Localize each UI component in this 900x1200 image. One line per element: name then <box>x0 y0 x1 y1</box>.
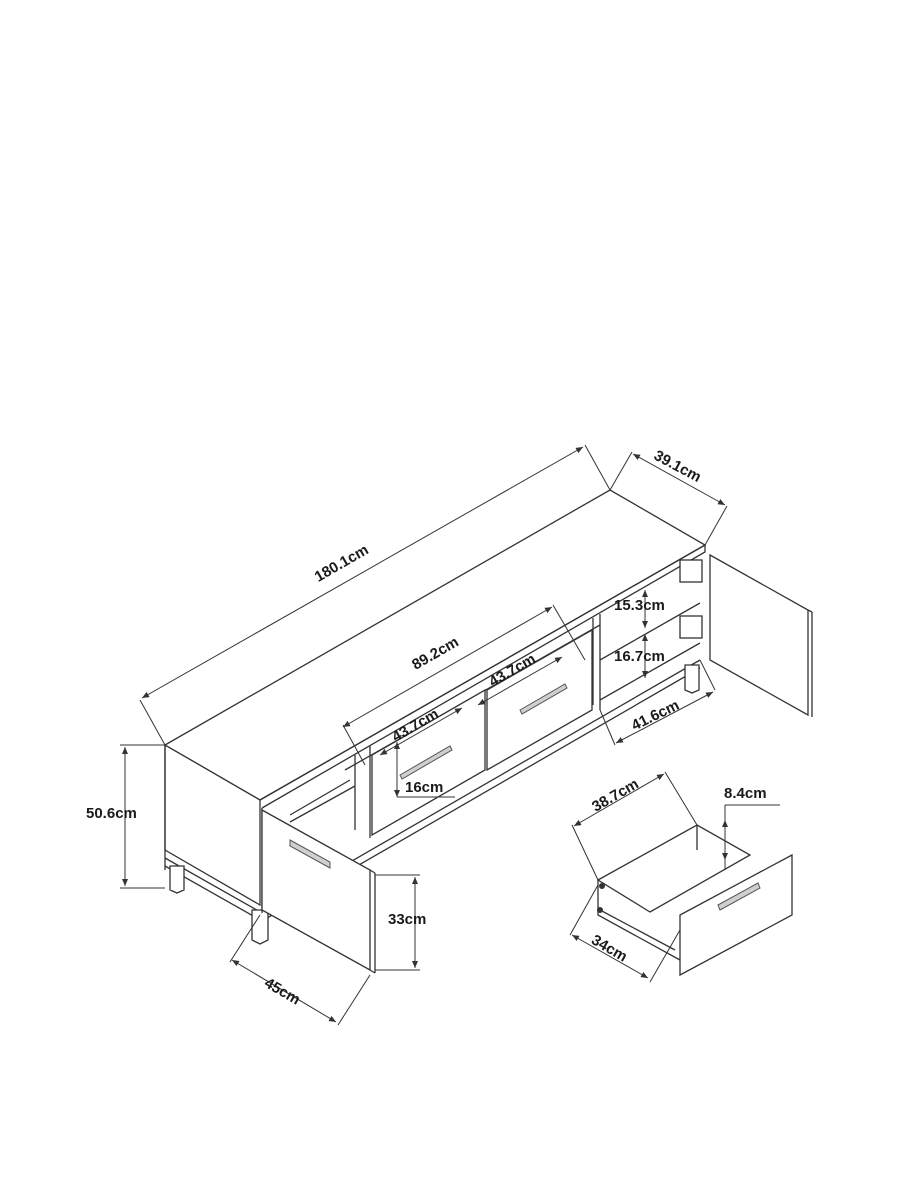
loose-drawer <box>596 824 793 977</box>
label-lower-shelf-height: 16.7cm <box>614 648 665 665</box>
hinge-lower <box>679 615 703 639</box>
label-drawer-height: 16cm <box>405 779 444 796</box>
dimension-lines <box>120 444 780 1026</box>
hinge-upper <box>679 559 703 583</box>
label-overall-height: 50.6cm <box>86 805 137 822</box>
right-door <box>679 553 813 717</box>
label-upper-shelf-height: 15.3cm <box>614 597 665 614</box>
label-drawer-box-depth: 8.4cm <box>724 785 767 802</box>
label-door-height: 33cm <box>388 911 427 928</box>
left-door <box>261 808 376 974</box>
